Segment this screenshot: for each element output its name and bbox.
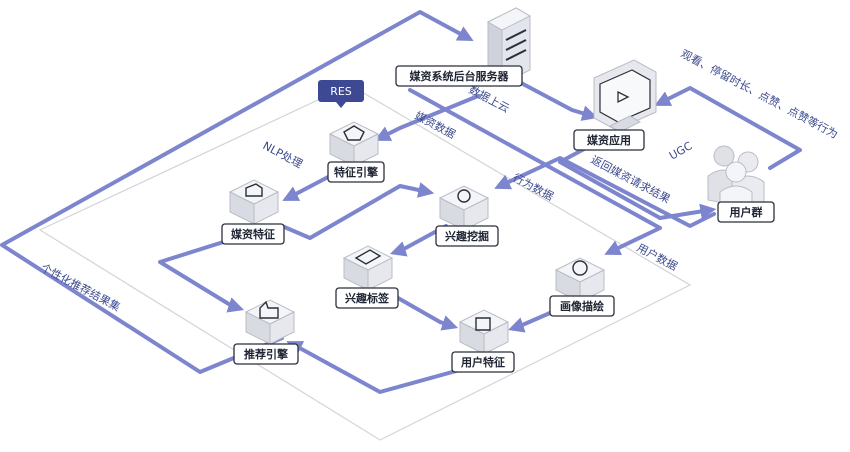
res-badge: RES (318, 80, 364, 108)
feature-engine-label: 特征引擎 (334, 165, 378, 179)
portrait-icon (572, 260, 588, 276)
users-label: 用户群 (730, 205, 763, 219)
server-label: 媒资系统后台服务器 (409, 69, 510, 83)
user-feature-label: 用户特征 (461, 355, 505, 369)
server-to-app-pipe (506, 74, 599, 121)
res-badge-label: RES (330, 85, 352, 98)
portrait-node: 画像描绘 (549, 257, 615, 317)
ugc-label: UGC (667, 139, 695, 163)
behavior-data-label: 行为数据 (511, 170, 556, 203)
media-feature-node: 媒资特征 (221, 179, 285, 245)
mining-to-tags-pipe (389, 224, 448, 257)
feature-engine-node: 特征引擎 (327, 121, 385, 183)
user-data-pipe (408, 88, 662, 256)
diamond-icon (343, 125, 365, 141)
recommend-engine-label: 推荐引擎 (244, 347, 288, 361)
behaviour-pipe (654, 86, 802, 170)
user-card-icon (475, 317, 491, 331)
media-to-recommend-pipe (158, 236, 245, 313)
interest-tags-label: 兴趣标签 (345, 291, 390, 305)
media-feature-label: 媒资特征 (230, 227, 275, 241)
thumbs-up-icon (259, 300, 279, 319)
interest-tags-node: 兴趣标签 (335, 245, 399, 309)
interest-mining-label: 兴趣挖掘 (445, 229, 489, 243)
personalized-label: 个性化推荐结果集 (39, 260, 123, 314)
server-node: 媒资系统后台服务器 (395, 7, 532, 87)
user-feature-node: 用户特征 (451, 309, 515, 373)
platform-outline (38, 84, 692, 441)
nlp-label: NLP处理 (261, 139, 305, 171)
return-results-pipe (558, 146, 717, 220)
media-app-node: 媒资应用 (573, 59, 657, 151)
behavior-data-pipe (494, 156, 716, 228)
user-to-recommend-pipe (286, 341, 476, 394)
recommend-engine-node: 推荐引擎 (233, 299, 299, 365)
media-data-pipe (374, 94, 480, 141)
folder-icon (245, 183, 263, 197)
nlp-pipe (282, 174, 332, 201)
personalized-result-pipe (0, 10, 474, 374)
users-node: 用户群 (707, 145, 775, 223)
tags-to-user-pipe (396, 296, 459, 331)
interest-icon (457, 189, 471, 203)
portrait-label: 画像描绘 (560, 299, 604, 313)
media-app-label: 媒资应用 (586, 133, 631, 147)
interest-mining-node: 兴趣挖掘 (435, 185, 499, 247)
tag-icon (354, 249, 382, 265)
media-to-interest-pipe (280, 182, 435, 240)
